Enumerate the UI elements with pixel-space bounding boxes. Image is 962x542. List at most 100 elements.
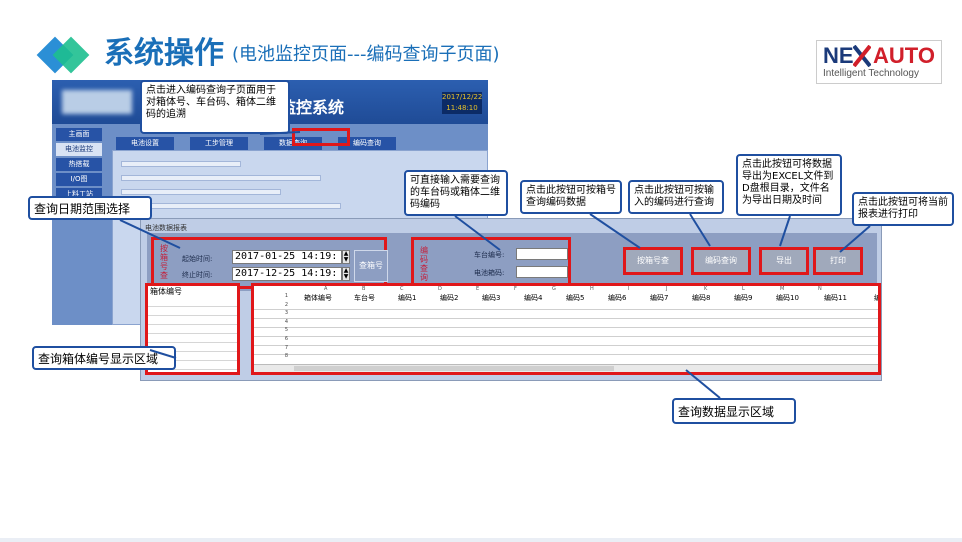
bg-tab[interactable]: 电池设置 <box>116 137 174 150</box>
grid-column-letter: C <box>400 286 404 292</box>
grid-column-letter: D <box>438 286 442 292</box>
battery-code-input[interactable] <box>516 266 568 278</box>
grid-column-letter: K <box>704 286 708 292</box>
code-group-label: 编码查询 <box>420 246 428 282</box>
data-grid[interactable]: A B C D E F G H I J K L M N 箱体编号 车台号 编码1 编码2 编码3 编码4 编码5 编码6… <box>251 283 881 375</box>
callout-export: 点击此按钮可将数据导出为EXCEL文件到D盘根目录，文件名为导出日期及时间 <box>736 154 842 216</box>
grid-column-letter: E <box>476 286 480 292</box>
date-range-group: 按箱号查 起始时间: 终止时间: 2017-01-25 14:19: ▲▼ 20… <box>151 237 388 289</box>
grid-column-letter: G <box>552 286 556 292</box>
bg-row <box>121 189 281 195</box>
print-button[interactable]: 打印 <box>813 247 863 275</box>
grid-row-number: 6 <box>284 335 288 342</box>
bg-app-title: 监控系统 <box>280 98 345 117</box>
grid-column-letter: A <box>324 286 328 292</box>
start-time-input[interactable]: 2017-01-25 14:19: <box>232 250 342 264</box>
code-query-tab-highlight <box>292 128 350 146</box>
logo-brand-right: AUTO <box>873 43 935 68</box>
grid-row-number: 3 <box>284 310 288 317</box>
blurred-logo <box>62 90 132 114</box>
box-query-button[interactable]: 按箱号查 <box>623 247 683 275</box>
bg-row <box>121 161 241 167</box>
grid-column-header: 编码12 <box>874 294 881 302</box>
grid-row-number: 7 <box>284 344 288 351</box>
code-query-button[interactable]: 编码查询 <box>691 247 751 275</box>
grid-column-letter: N <box>818 286 822 292</box>
bg-sidebar-item[interactable]: 主画面 <box>56 128 102 141</box>
grid-column-header: 编码8 <box>692 294 711 302</box>
grid-column-header: 编码5 <box>566 294 585 302</box>
callout-print: 点击此按钮可将当前报表进行打印 <box>852 192 954 226</box>
callout-enter-subpage: 点击进入编码查询子页面用于对箱体号、车台码、箱体二维码的追溯 <box>140 80 290 134</box>
logo-brand-left: NE <box>823 43 854 68</box>
battery-code-label: 电池箱码: <box>474 269 505 277</box>
grid-column-header: 编码1 <box>398 294 417 302</box>
grid-column-letter: I <box>628 286 630 292</box>
grid-row-number: 4 <box>284 318 288 325</box>
nexauto-logo: NE AUTO Intelligent Technology <box>816 40 942 84</box>
bg-sidebar-item[interactable]: I/O图 <box>56 173 102 186</box>
callout-data-area: 查询数据显示区域 <box>672 398 796 424</box>
end-time-label: 终止时间: <box>182 271 213 279</box>
bg-row <box>121 175 321 181</box>
callout-date-range: 查询日期范围选择 <box>28 196 152 220</box>
window-title: 电池数据报表 <box>145 224 187 232</box>
grid-row-number: 1 <box>284 293 288 299</box>
callout-box-query: 点击此按钮可按箱号查询编码数据 <box>520 180 622 214</box>
logo-x-icon <box>853 45 871 67</box>
grid-rows <box>254 301 878 361</box>
slide-title: 系统操作 <box>104 36 224 71</box>
bg-sidebar-item-active[interactable]: 电池监控 <box>56 143 102 156</box>
query-toolbar: 按箱号查 起始时间: 终止时间: 2017-01-25 14:19: ▲▼ 20… <box>147 233 877 291</box>
bg-tab[interactable]: 工步管理 <box>190 137 248 150</box>
grid-column-header: 编码2 <box>440 294 459 302</box>
end-time-spinner[interactable]: ▲▼ <box>342 267 350 281</box>
grid-column-letters: A B C D E F G H I J K L M N <box>254 286 878 293</box>
grid-column-header: 编码7 <box>650 294 669 302</box>
start-time-spinner[interactable]: ▲▼ <box>342 250 350 264</box>
grid-row-number: 5 <box>284 327 288 334</box>
grid-column-header: 编码4 <box>524 294 543 302</box>
logo-tagline: Intelligent Technology <box>823 68 919 79</box>
grid-row-number: 2 <box>284 301 288 308</box>
grid-column-letter: M <box>780 286 785 292</box>
grid-row-number: 8 <box>284 353 288 360</box>
grid-column-letter: F <box>514 286 517 292</box>
horizontal-scrollbar[interactable] <box>254 364 878 372</box>
grid-column-letter: L <box>742 286 745 292</box>
grid-header-row: 箱体编号 车台号 编码1 编码2 编码3 编码4 编码5 编码6 编码7 编码8 编码9 编码10 编码… <box>254 293 881 302</box>
slide-header: 系统操作 (电池监控页面---编码查询子页面) NE AUTO Intellig… <box>0 18 962 84</box>
grid-column-header: 箱体编号 <box>304 294 332 302</box>
date-group-label: 按箱号查 <box>160 244 168 280</box>
query-window: 电池数据报表 按箱号查 起始时间: 终止时间: 2017-01-25 14:19… <box>140 218 882 381</box>
slide-footer <box>0 538 962 542</box>
grid-column-header: 车台号 <box>354 294 375 302</box>
grid-column-header: 编码11 <box>824 294 847 302</box>
grid-column-header: 编码6 <box>608 294 627 302</box>
grid-column-header: 编码9 <box>734 294 753 302</box>
start-time-label: 起始时间: <box>182 255 213 263</box>
grid-column-letter: H <box>590 286 594 292</box>
scrollbar-thumb[interactable] <box>294 366 614 371</box>
bg-tab-code-query[interactable]: 编码查询 <box>338 137 396 150</box>
grid-column-letter: J <box>666 286 668 292</box>
bg-row <box>121 203 341 209</box>
bg-sidebar: 主画面 电池监控 热搭载 I/O图 上料工站 <box>56 128 102 325</box>
bg-sidebar-item[interactable]: 热搭载 <box>56 158 102 171</box>
grid-column-header: 编码3 <box>482 294 501 302</box>
grid-column-letter: B <box>362 286 366 292</box>
code-query-group: 编码查询 车台编号: 电池箱码: <box>411 237 571 289</box>
callout-box-list: 查询箱体编号显示区域 <box>32 346 176 370</box>
slide-subtitle: (电池监控页面---编码查询子页面) <box>232 44 500 65</box>
callout-direct-input: 可直接输入需要查询的车台码或箱体二维码编码 <box>404 170 508 216</box>
end-time-input[interactable]: 2017-12-25 14:19: <box>232 267 342 281</box>
export-button[interactable]: 导出 <box>759 247 809 275</box>
grid-column-header: 编码10 <box>776 294 799 302</box>
car-code-input[interactable] <box>516 248 568 260</box>
callout-code-query: 点击此按钮可按输入的编码进行查询 <box>628 180 724 214</box>
box-list-header: 箱体编号 <box>150 287 182 296</box>
car-code-label: 车台编号: <box>474 251 505 259</box>
query-box-button[interactable]: 查箱号 <box>354 250 388 282</box>
